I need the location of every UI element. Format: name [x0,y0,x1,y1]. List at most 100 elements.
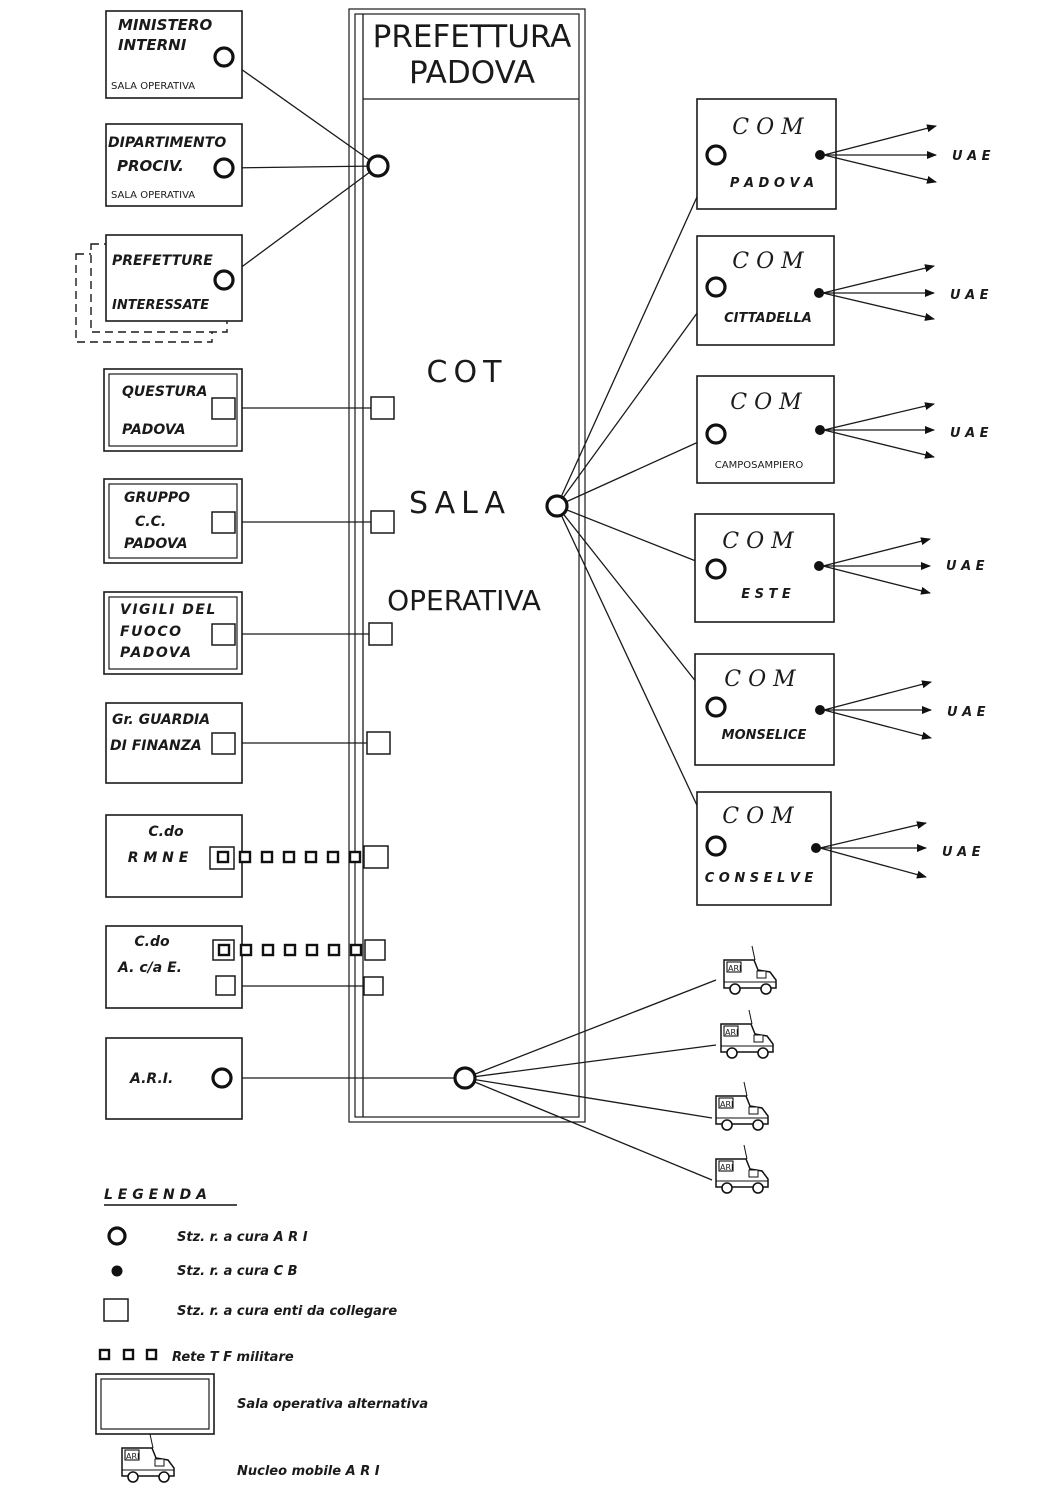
center-square-acae-top [365,940,385,960]
com-este-title: C O M [722,529,794,554]
center-square-rmne [364,846,388,868]
com-conselve-name: C O N S E L V E [705,871,814,886]
ministero-line2: INTERNI [118,36,187,54]
dipartimento-line3: SALA OPERATIVA [111,190,195,201]
com-conselve-ari-station [707,837,725,855]
com-camposampiero-title: C O M [730,390,802,415]
ente-station-acae [216,976,235,995]
legend-item-ari: Stz. r. a cura A R I [177,1230,308,1245]
com-conselve: C O M C O N S E L V E U A E [697,792,981,905]
legend-square-icon [104,1299,128,1321]
com-monselice-title: C O M [724,667,796,692]
com-cittadella: C O M CITTADELLA U A E [697,236,989,345]
com-este-name: E S T E [741,587,791,602]
com-este-ari-station [707,560,725,578]
com-conselve-uae: U A E [942,845,981,860]
acae-line1: C.do [134,934,170,950]
legend-item-cb: Stz. r. a cura C B [177,1264,298,1279]
center-square-acae [364,977,383,995]
gruppo-line2: C.C. [135,514,166,530]
gruppo-line3: PADOVA [124,536,188,552]
legend-double-box-icon [96,1374,214,1434]
operativa-label: OPERATIVA [387,584,541,617]
connection-lines [224,57,716,1180]
vigili-line2: FUOCO [120,624,183,640]
center-square-questura [371,397,394,419]
com-padova: C O M P A D O V A U A E [697,99,991,209]
legend-van-icon: ARI [122,1434,174,1482]
ari-station-ministero [215,48,233,66]
legend-title: L E G E N D A [104,1187,207,1203]
guardia-line2: DI FINANZA [110,738,202,754]
tf-network-rmne [218,852,382,862]
com-monselice-ari-station [707,698,725,716]
com-monselice-name: MONSELICE [722,728,807,743]
ari-station-prefetture [215,271,233,289]
com-este-uae: U A E [946,559,985,574]
gruppo-line1: GRUPPO [124,490,190,506]
guardia-line1: Gr. GUARDIA [112,712,210,728]
prefetture-line1: PREFETTURE [112,253,213,269]
com-este-cb-station [814,561,824,571]
com-camposampiero-uae: U A E [950,426,989,441]
com-padova-uae: U A E [952,149,991,164]
legend-tf-icon [100,1350,156,1359]
tf-network-acae [219,945,379,955]
com-cittadella-ari-station [707,278,725,296]
legend-item-sala: Sala operativa alternativa [237,1397,428,1412]
legend-item-enti: Stz. r. a cura enti da collegare [177,1304,397,1319]
com-padova-name: P A D O V A [730,176,814,191]
legend: L E G E N D A Stz. r. a cura A R I Stz. … [96,1187,428,1482]
ente-station-questura [212,398,235,419]
vigili-line3: PADOVA [120,645,193,661]
com-camposampiero: C O M CAMPOSAMPIERO U A E [697,376,989,483]
acae-line2: A. c/a E. [117,960,182,976]
center-square-gruppo [371,511,394,533]
center-square-vigili [369,623,392,645]
ente-station-vigili [212,624,235,645]
ari-line1: A.R.I. [129,1071,173,1087]
ari-station-ari [213,1069,231,1087]
questura-line1: QUESTURA [122,384,207,400]
com-camposampiero-name: CAMPOSAMPIERO [715,460,804,471]
com-camposampiero-ari-station [707,425,725,443]
com-cittadella-cb-station [814,288,824,298]
svg-text:ARI: ARI [126,1452,139,1461]
ente-station-gruppo [212,512,235,533]
center-title-line1: PREFETTURA [373,19,572,55]
vigili-line1: VIGILI DEL [120,602,217,618]
dipartimento-line1: DIPARTIMENTO [108,135,226,151]
rmne-line2: R M N E [128,850,189,866]
prefettura-ari-station [368,156,388,176]
center-square-guardia [367,732,390,754]
dipartimento-line2: PROCIV. [117,157,184,175]
com-monselice-uae: U A E [947,705,986,720]
legend-dot-icon [112,1266,123,1277]
legend-ring-icon [109,1228,125,1244]
mobile-unit-1: ARI [724,946,776,994]
van-3-label: ARI [720,1100,733,1109]
com-monselice-cb-station [815,705,825,715]
sala-label: SALA [409,486,511,521]
ministero-line1: MINISTERO [118,16,212,34]
van-4-label: ARI [720,1163,733,1172]
questura-line2: PADOVA [122,422,186,438]
van-1-label: ARI [728,964,741,973]
center-title-line2: PADOVA [409,55,535,91]
legend-item-tf: Rete T F militare [172,1350,294,1365]
com-cittadella-uae: U A E [950,288,989,303]
left-node-prefetture: PREFETTURE INTERESSATE [76,235,242,342]
ari-hub-station [455,1068,475,1088]
com-este: C O M E S T E U A E [695,514,985,622]
sala-ari-station [547,496,567,516]
ministero-line3: SALA OPERATIVA [111,81,195,92]
cot-label: COT [427,355,508,390]
mobile-unit-2: ARI [721,1010,773,1058]
com-padova-ari-station [707,146,725,164]
com-camposampiero-cb-station [815,425,825,435]
com-conselve-cb-station [811,843,821,853]
legend-item-van: Nucleo mobile A R I [237,1464,380,1479]
com-cittadella-name: CITTADELLA [724,311,812,326]
rmne-line1: C.do [148,824,184,840]
